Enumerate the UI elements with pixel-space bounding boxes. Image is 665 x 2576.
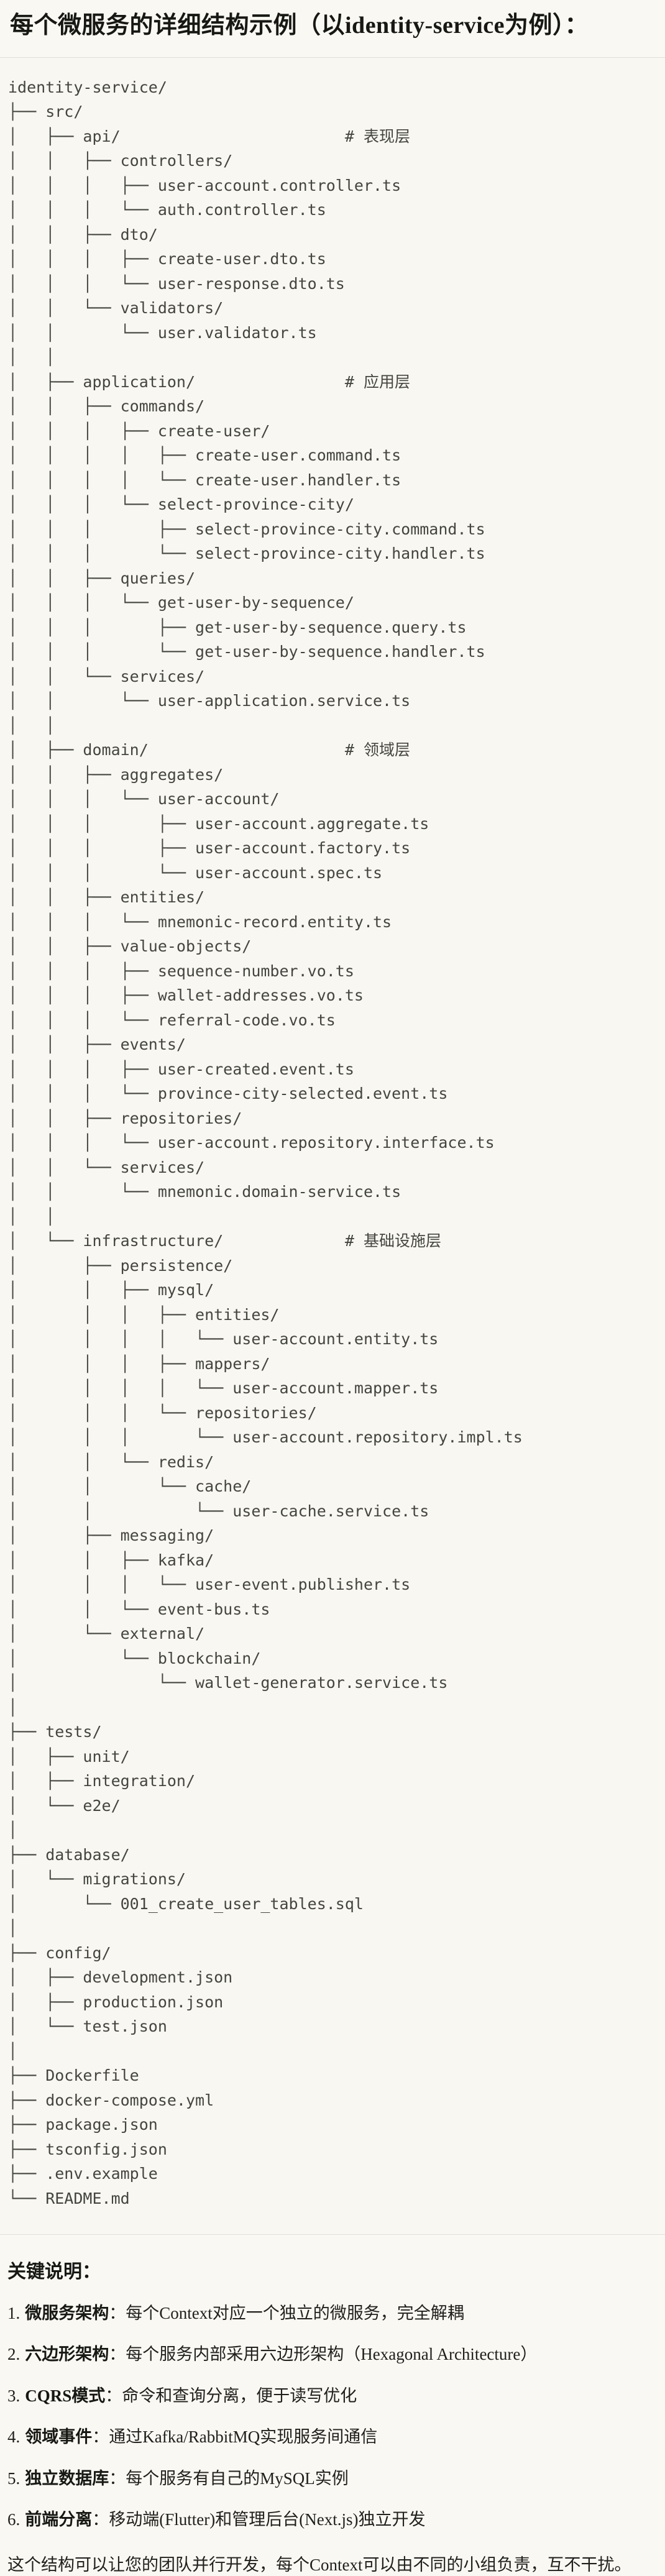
key-notes-section: 关键说明： 1.微服务架构：每个Context对应一个独立的微服务，完全解耦 2… (0, 2256, 665, 2576)
note-item-cqrs: 3.CQRS模式：命令和查询分离，便于读写优化 (7, 2385, 658, 2407)
note-label: CQRS模式 (25, 2386, 106, 2405)
note-label: 微服务架构 (25, 2304, 109, 2322)
note-item-hexagonal: 2.六边形架构：每个服务内部采用六边形架构（Hexagonal Architec… (7, 2343, 658, 2365)
note-number: 3. (7, 2386, 21, 2405)
directory-tree: identity-service/ ├── src/ │ ├── api/ # … (8, 78, 523, 2207)
note-label: 六边形架构 (25, 2345, 109, 2364)
page-title: 每个微服务的详细结构示例（以identity-service为例）： (10, 12, 589, 39)
note-number: 1. (7, 2304, 21, 2322)
note-text: ：移动端(Flutter)和管理后台(Next.js)独立开发 (92, 2510, 426, 2529)
note-text: ：命令和查询分离，便于读写优化 (105, 2386, 357, 2405)
note-number: 4. (7, 2427, 21, 2447)
note-number: 5. (7, 2468, 21, 2488)
note-item-frontend: 6.前端分离：移动端(Flutter)和管理后台(Next.js)独立开发 (7, 2508, 658, 2531)
note-text: ：每个Context对应一个独立的微服务，完全解耦 (109, 2304, 464, 2322)
code-block: identity-service/ ├── src/ │ ├── api/ # … (0, 57, 665, 2235)
note-item-microservice: 1.微服务架构：每个Context对应一个独立的微服务，完全解耦 (7, 2302, 658, 2324)
note-item-database: 5.独立数据库：每个服务有自己的MySQL实例 (7, 2467, 658, 2490)
closing-paragraph: 这个结构可以让您的团队并行开发，每个Context可以由不同的小组负责，互不干扰… (7, 2555, 631, 2574)
note-label: 领域事件 (25, 2427, 93, 2447)
note-label: 独立数据库 (25, 2468, 109, 2488)
note-label: 前端分离 (25, 2510, 93, 2529)
notes-heading: 关键说明： (7, 2262, 101, 2282)
note-text: ：通过Kafka/RabbitMQ实现服务间通信 (92, 2427, 378, 2447)
note-number: 2. (7, 2345, 21, 2364)
note-text: ：每个服务有自己的MySQL实例 (109, 2468, 349, 2488)
note-number: 6. (7, 2510, 21, 2529)
note-item-domain-events: 4.领域事件：通过Kafka/RabbitMQ实现服务间通信 (7, 2426, 658, 2448)
note-text: ：每个服务内部采用六边形架构（Hexagonal Architecture） (109, 2345, 538, 2364)
